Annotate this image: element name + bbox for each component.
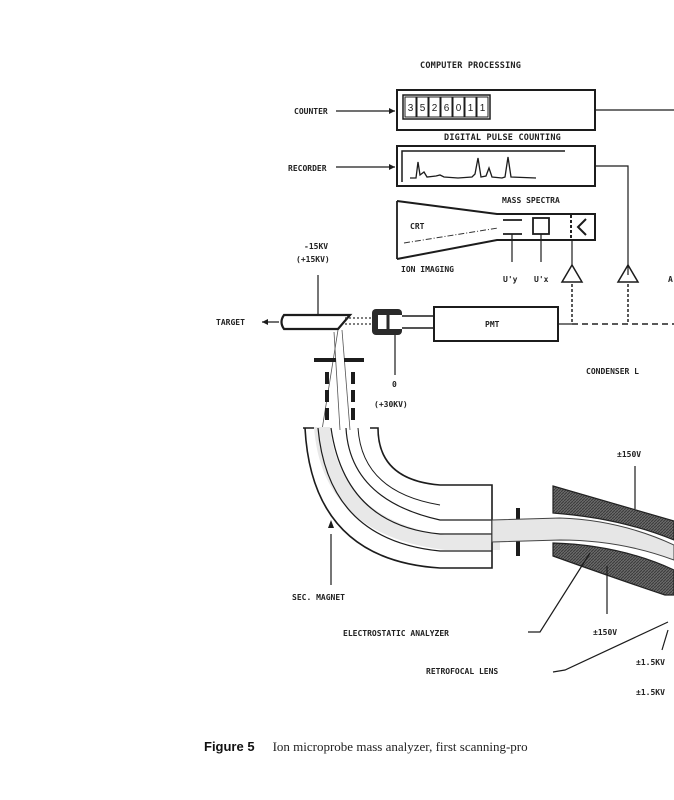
lens-voltage-lead [661,629,669,651]
condenser-lens-label: CONDENSER L [586,367,639,376]
digit-cell [416,96,429,118]
retrofocal-lens: RETROFOCAL LENS ±1.5KV ±1.5KV [426,621,669,697]
sec-magnet-arrowhead-icon [328,520,334,528]
counter-box [396,89,596,131]
esa-inner-plate [552,542,674,596]
esa-voltage-top-label: ±150V [617,450,641,459]
recorder-output-line [595,165,629,275]
magnet-inner-wall [345,427,492,521]
cutoff-label: A [668,275,673,284]
amplifier-1 [560,240,584,322]
magnet-flight-tube-outer [317,427,492,552]
recorder-frame [401,150,565,182]
digit-value: 3 [408,103,414,114]
target-holder [280,313,353,331]
crt-beam-line [403,227,499,244]
recorder-label: RECORDER [288,164,327,173]
pmt-block: PMT [433,306,674,342]
magnet-beam-path [314,427,500,550]
digit-value: 0 [456,103,462,114]
recorder-box [396,145,596,187]
electrostatic-analyzer-label: ELECTROSTATIC ANALYZER [343,629,449,638]
electrostatic-analyzer: ±150V ±150V ELECTROSTATIC ANALYZER [343,450,674,638]
esa-voltage-bottom-label: ±150V [593,628,617,637]
digit-display-frame [402,94,491,120]
esa-beam-path [491,517,674,561]
lens-voltage-2-label: ±1.5KV [636,688,665,697]
magnet-flight-tube-inner [330,427,492,535]
amplifier-2 [616,263,640,322]
computer-processing-label: COMPUTER PROCESSING [420,61,521,71]
amplifier-2-icon [616,263,640,283]
electrostatic-analyzer-pointer [528,552,591,633]
digit-cell [440,96,453,118]
target-assembly: TARGET -15KV (+15KV) [216,242,353,331]
magnet-pole-outline [303,427,493,569]
digit-value: 6 [444,103,450,114]
digit-cell [404,96,417,118]
amplifier-1-icon [560,263,584,283]
target-voltage-alt-label: (+15KV) [296,255,330,264]
crt-tube [396,200,596,260]
recorder-block: RECORDER [288,145,629,275]
digit-value: 1 [468,103,474,114]
digit-cell [452,96,465,118]
target-arrowhead-icon [262,319,268,325]
ion-imaging-label: ION IMAGING [401,265,454,274]
digit-value: 1 [480,103,486,114]
sec-magnet-label: SEC. MAGNET [292,593,345,602]
electron-gun-icon [576,218,587,236]
scintillator-detector: 0 (+30KV) [372,309,434,409]
counter-label: COUNTER [294,107,328,116]
target-label: TARGET [216,318,245,327]
crt-label: CRT [410,222,425,231]
mass-spectrum-trace [410,156,537,179]
detector-voltage-label: 0 [392,380,397,389]
digit-value: 2 [432,103,438,114]
retrofocal-lens-label: RETROFOCAL LENS [426,667,498,676]
ux-label: U'x [534,275,549,284]
sector-magnet: SEC. MAGNET [292,427,500,602]
figure-caption-text: Ion microprobe mass analyzer, first scan… [272,739,528,754]
crt-block: CRT ION IMAGING U'y U'x [396,200,596,284]
lens-voltage-1-label: ±1.5KV [636,658,665,667]
figure-caption: Figure 5 Ion microprobe mass analyzer, f… [204,738,528,756]
ion-beams [321,329,351,431]
mass-spectra-label: MASS SPECTRA [502,196,560,205]
magnet-inner-edge [357,427,441,506]
figure-label: Figure 5 [204,739,255,754]
retrofocal-lens-pointer [552,621,669,673]
digit-cell [464,96,477,118]
beam-line-3 [333,331,341,431]
target-voltage-label: -15KV [304,242,328,251]
x-deflection-plates [532,217,550,235]
recorder-arrowhead-icon [389,164,395,170]
digit-cell [476,96,489,118]
detector-window [378,315,402,329]
counter-arrowhead-icon [389,108,395,114]
beam-line-2 [341,329,351,431]
uy-label: U'y [503,275,518,284]
digit-value: 5 [420,103,426,114]
detector-voltage-alt-label: (+30KV) [374,400,408,409]
digital-pulse-counting-label: DIGITAL PULSE COUNTING [444,133,561,143]
entrance-slits [314,358,364,420]
pmt-label: PMT [485,320,500,329]
beam-line-1 [321,329,339,431]
digit-cell [428,96,441,118]
